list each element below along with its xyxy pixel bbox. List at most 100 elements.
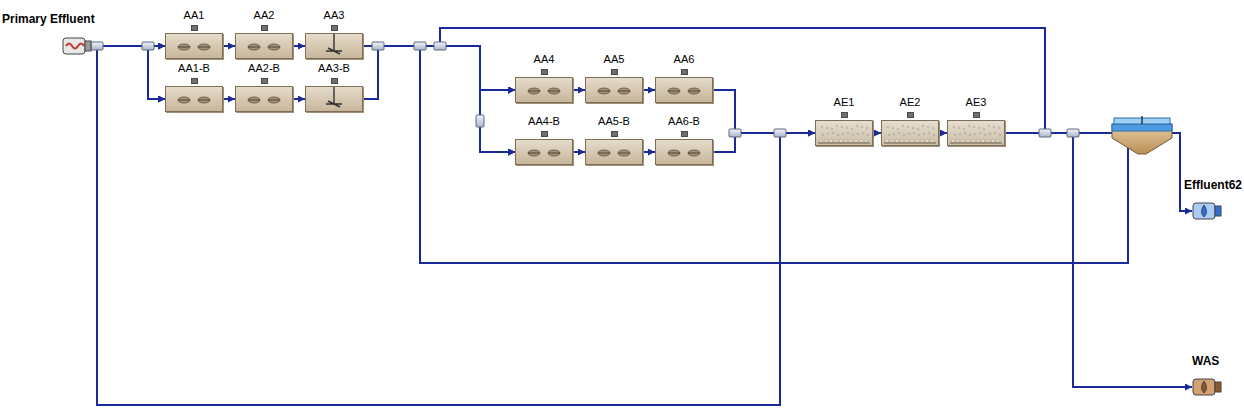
aerobic-tank-body (947, 120, 1005, 146)
clarifier (1112, 116, 1172, 154)
flow-connector (1005, 133, 1192, 387)
pipe-tee (1039, 129, 1051, 137)
influent-node: Primary Effluent (2, 12, 95, 59)
pipe-tee (372, 42, 384, 50)
flow-connector (573, 89, 585, 91)
tank-label: AA6-B (655, 114, 713, 128)
tank-label: AA1-B (165, 61, 223, 75)
tank-label: AA3 (305, 8, 363, 22)
flow-connector (713, 90, 815, 133)
tank-label: AA6 (655, 52, 713, 66)
stream-label: Effluent62 (1184, 178, 1242, 192)
reactor-tank: AE3 (947, 95, 1005, 146)
tank-label: AA4-B (515, 114, 573, 128)
reactor-tank: AA2-B (235, 61, 293, 112)
flow-connector (97, 46, 780, 405)
flow-connector (363, 46, 515, 99)
mixer-mount (611, 131, 618, 137)
tank-label: AA4 (515, 52, 573, 66)
reactor-tank: AA1-B (165, 61, 223, 112)
flow-connector (939, 132, 947, 134)
waste-sludge-node: WAS (1192, 354, 1222, 400)
reactor-tank: AA5-B (585, 114, 643, 165)
reactor-tank: AA4-B (515, 114, 573, 165)
pipe-tee (414, 42, 426, 50)
reactor-tank: AA4 (515, 52, 573, 103)
flow-connector (363, 46, 515, 152)
pipe-tee (774, 129, 786, 137)
pipe-tee (476, 115, 484, 127)
anoxic-tank-body (235, 86, 293, 112)
reactor-tank: AA6-B (655, 114, 713, 165)
flow-connector (643, 89, 655, 91)
mixer-mount (681, 131, 688, 137)
mixer-mount (611, 69, 618, 75)
mixer-mount (261, 25, 268, 31)
mixer-mount (681, 69, 688, 75)
flow-connector (293, 45, 305, 47)
flow-connector (92, 46, 165, 99)
anoxic-tank-body (165, 86, 223, 112)
mixer-mount (541, 69, 548, 75)
flow-connector (873, 132, 881, 134)
flow-connector (643, 151, 655, 153)
effluent-icon (1192, 198, 1222, 224)
pipe-tee (729, 129, 741, 137)
reactor-tank: AA5 (585, 52, 643, 103)
flow-connector (223, 45, 235, 47)
mixer-mount (261, 78, 268, 84)
anoxic-tank-body (235, 33, 293, 59)
flow-connector (223, 98, 235, 100)
anoxic-tank-body (305, 86, 363, 112)
anoxic-tank-body (655, 77, 713, 103)
flow-connector (97, 46, 780, 405)
anoxic-tank-body (515, 77, 573, 103)
flow-connector (420, 46, 1128, 263)
mixer-mount (191, 25, 198, 31)
mixer-mount (841, 112, 848, 118)
aerobic-tank-body (815, 120, 873, 146)
flow-connector (363, 46, 515, 90)
tank-label: AA2-B (235, 61, 293, 75)
stream-label: WAS (1192, 354, 1222, 368)
flow-connector (713, 133, 815, 152)
mixer-mount (191, 78, 198, 84)
tank-label: AA5 (585, 52, 643, 66)
reactor-tank: AA3-B (305, 61, 363, 112)
pipe-tee (434, 42, 446, 50)
stream-label: Primary Effluent (2, 12, 95, 26)
mixer-mount (331, 25, 338, 31)
tank-label: AE1 (815, 95, 873, 109)
anoxic-tank-body (305, 33, 363, 59)
flow-connector (97, 46, 780, 405)
tank-label: AE3 (947, 95, 1005, 109)
waste-icon (1192, 374, 1222, 400)
anoxic-tank-body (585, 77, 643, 103)
mixer-mount (331, 78, 338, 84)
flow-connector (293, 98, 305, 100)
tank-label: AA5-B (585, 114, 643, 128)
flow-connector (420, 46, 1128, 263)
flow-connector (440, 28, 1045, 133)
mixer-mount (973, 112, 980, 118)
reactor-tank: AA6 (655, 52, 713, 103)
flow-connector (573, 151, 585, 153)
reactor-tank: AE1 (815, 95, 873, 146)
reactor-tank: AE2 (881, 95, 939, 146)
flow-connector (1005, 133, 1192, 211)
tank-label: AA2 (235, 8, 293, 22)
anoxic-tank-body (585, 139, 643, 165)
anoxic-tank-body (165, 33, 223, 59)
tank-label: AA3-B (305, 61, 363, 75)
mixer-mount (541, 131, 548, 137)
pipe-tee (1067, 129, 1079, 137)
flow-connector (97, 46, 780, 405)
pipe-tee (142, 42, 154, 50)
flow-connector (363, 46, 515, 152)
tank-label: AE2 (881, 95, 939, 109)
anoxic-tank-body (515, 139, 573, 165)
mixer-mount (907, 112, 914, 118)
tank-label: AA1 (165, 8, 223, 22)
reactor-tank: AA3 (305, 8, 363, 59)
aerobic-tank-body (881, 120, 939, 146)
